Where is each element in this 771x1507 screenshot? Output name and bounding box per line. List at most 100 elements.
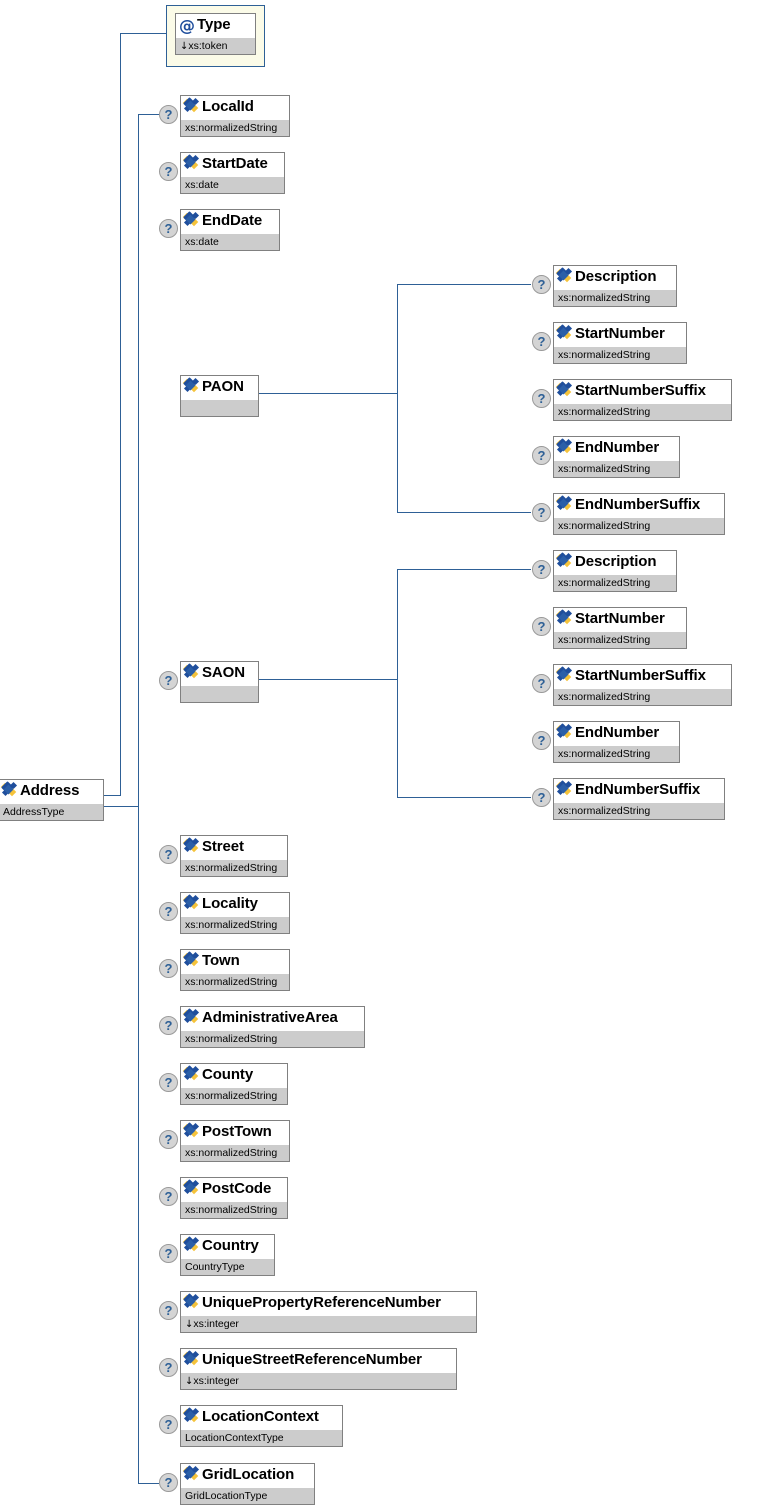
- node-paon-endnumbersuffix[interactable]: EndNumberSuffix xs:normalizedString: [553, 493, 725, 535]
- node-saon[interactable]: SAON: [180, 661, 259, 703]
- node-locationcontext[interactable]: LocationContext LocationContextType: [180, 1405, 343, 1447]
- node-country[interactable]: Country CountryType: [180, 1234, 275, 1276]
- optional-marker-uniquepropertyreferencenumber: ?: [159, 1301, 178, 1320]
- optional-marker-saon-startnumbersuffix: ?: [532, 674, 551, 693]
- node-localid-header: LocalId: [181, 96, 289, 119]
- node-saon-endnumbersuffix[interactable]: EndNumberSuffix xs:normalizedString: [553, 778, 725, 820]
- node-saon-startnumber[interactable]: StartNumber xs:normalizedString: [553, 607, 687, 649]
- node-street[interactable]: Street xs:normalizedString: [180, 835, 288, 877]
- node-uniquestreetreferencenumber-type: ↓xs:integer: [181, 1372, 456, 1389]
- node-address-header: Address: [0, 780, 103, 803]
- node-paon-startnumbersuffix-label: StartNumberSuffix: [575, 382, 706, 399]
- node-startdate[interactable]: StartDate xs:date: [180, 152, 285, 194]
- node-uniquepropertyreferencenumber[interactable]: UniquePropertyReferenceNumber ↓xs:intege…: [180, 1291, 477, 1333]
- node-posttown[interactable]: PostTown xs:normalizedString: [180, 1120, 290, 1162]
- node-saon-description[interactable]: Description xs:normalizedString: [553, 550, 677, 592]
- connector-attribute-spine: [120, 33, 121, 795]
- node-uniquestreetreferencenumber-header: UniqueStreetReferenceNumber: [181, 1349, 456, 1372]
- node-town-label: Town: [202, 952, 240, 969]
- optional-marker-paon-description: ?: [532, 275, 551, 294]
- node-enddate-type: xs:date: [181, 233, 279, 250]
- optional-marker-startdate: ?: [159, 162, 178, 181]
- node-type-header: @Type: [176, 14, 255, 37]
- node-county-type: xs:normalizedString: [181, 1087, 287, 1104]
- node-town[interactable]: Town xs:normalizedString: [180, 949, 290, 991]
- connector-saon-to-group: [259, 679, 397, 680]
- node-paon-startnumber[interactable]: StartNumber xs:normalizedString: [553, 322, 687, 364]
- node-uniquepropertyreferencenumber-type: ↓xs:integer: [181, 1315, 476, 1332]
- node-saon-startnumbersuffix[interactable]: StartNumberSuffix xs:normalizedString: [553, 664, 732, 706]
- node-saon-endnumbersuffix-header: EndNumberSuffix: [554, 779, 724, 802]
- node-paon-description[interactable]: Description xs:normalizedString: [553, 265, 677, 307]
- element-icon: [182, 1065, 200, 1081]
- node-uniquestreetreferencenumber-label: UniqueStreetReferenceNumber: [202, 1351, 422, 1368]
- node-county[interactable]: County xs:normalizedString: [180, 1063, 288, 1105]
- node-town-header: Town: [181, 950, 289, 973]
- optional-marker-locationcontext: ?: [159, 1415, 178, 1434]
- node-postcode[interactable]: PostCode xs:normalizedString: [180, 1177, 288, 1219]
- node-postcode-type: xs:normalizedString: [181, 1201, 287, 1218]
- optional-marker-town: ?: [159, 959, 178, 978]
- node-paon[interactable]: PAON: [180, 375, 259, 417]
- node-saon-description-header: Description: [554, 551, 676, 574]
- node-country-type: CountryType: [181, 1258, 274, 1275]
- node-paon-startnumbersuffix[interactable]: StartNumberSuffix xs:normalizedString: [553, 379, 732, 421]
- node-saon-endnumber[interactable]: EndNumber xs:normalizedString: [553, 721, 680, 763]
- node-type[interactable]: @Type ↓xs:token: [175, 13, 256, 55]
- node-county-header: County: [181, 1064, 287, 1087]
- node-locality[interactable]: Locality xs:normalizedString: [180, 892, 290, 934]
- node-type-type: ↓xs:token: [176, 37, 255, 54]
- connector-spine-to-gridlocation: [138, 1483, 159, 1484]
- node-address-label: Address: [20, 782, 80, 799]
- connector-attribute-to-root: [104, 795, 121, 796]
- node-saon-startnumbersuffix-header: StartNumberSuffix: [554, 665, 731, 688]
- element-icon: [182, 1407, 200, 1423]
- node-gridlocation[interactable]: GridLocation GridLocationType: [180, 1463, 315, 1505]
- node-paon-label: PAON: [202, 378, 244, 395]
- connector-saon-group-to-description: [397, 569, 531, 570]
- node-postcode-header: PostCode: [181, 1178, 287, 1201]
- element-icon: [555, 438, 573, 454]
- node-uniquestreetreferencenumber[interactable]: UniqueStreetReferenceNumber ↓xs:integer: [180, 1348, 457, 1390]
- connector-element-spine: [138, 114, 139, 1483]
- node-gridlocation-header: GridLocation: [181, 1464, 314, 1487]
- node-paon-endnumber[interactable]: EndNumber xs:normalizedString: [553, 436, 680, 478]
- node-country-label: Country: [202, 1237, 259, 1254]
- node-paon-startnumber-type: xs:normalizedString: [554, 346, 686, 363]
- node-saon-description-type: xs:normalizedString: [554, 574, 676, 591]
- node-enddate-header: EndDate: [181, 210, 279, 233]
- node-saon-startnumber-header: StartNumber: [554, 608, 686, 631]
- node-uniquepropertyreferencenumber-label: UniquePropertyReferenceNumber: [202, 1294, 441, 1311]
- node-administrativearea[interactable]: AdministrativeArea xs:normalizedString: [180, 1006, 365, 1048]
- optional-marker-uniquestreetreferencenumber: ?: [159, 1358, 178, 1377]
- node-localid[interactable]: LocalId xs:normalizedString: [180, 95, 290, 137]
- node-saon-startnumbersuffix-label: StartNumberSuffix: [575, 667, 706, 684]
- node-localid-type: xs:normalizedString: [181, 119, 289, 136]
- node-administrativearea-type: xs:normalizedString: [181, 1030, 364, 1047]
- node-paon-startnumber-label: StartNumber: [575, 325, 665, 342]
- element-icon: [555, 324, 573, 340]
- node-paon-endnumbersuffix-header: EndNumberSuffix: [554, 494, 724, 517]
- node-country-header: Country: [181, 1235, 274, 1258]
- node-paon-startnumbersuffix-header: StartNumberSuffix: [554, 380, 731, 403]
- optional-marker-paon-startnumbersuffix: ?: [532, 389, 551, 408]
- node-postcode-label: PostCode: [202, 1180, 272, 1197]
- node-address[interactable]: Address AddressType: [0, 779, 104, 821]
- node-street-label: Street: [202, 838, 244, 855]
- node-paon-header: PAON: [181, 376, 258, 399]
- node-enddate-label: EndDate: [202, 212, 263, 229]
- node-enddate[interactable]: EndDate xs:date: [180, 209, 280, 251]
- element-icon: [182, 377, 200, 393]
- node-address-type: AddressType: [0, 803, 103, 820]
- node-locality-header: Locality: [181, 893, 289, 916]
- node-saon-startnumber-label: StartNumber: [575, 610, 665, 627]
- optional-marker-saon-startnumber: ?: [532, 617, 551, 636]
- node-saon-startnumbersuffix-type: xs:normalizedString: [554, 688, 731, 705]
- element-icon: [555, 495, 573, 511]
- optional-marker-street: ?: [159, 845, 178, 864]
- optional-marker-localid: ?: [159, 105, 178, 124]
- connector-attribute-to-type: [120, 33, 166, 34]
- optional-marker-saon: ?: [159, 671, 178, 690]
- element-icon: [0, 781, 18, 797]
- optional-marker-enddate: ?: [159, 219, 178, 238]
